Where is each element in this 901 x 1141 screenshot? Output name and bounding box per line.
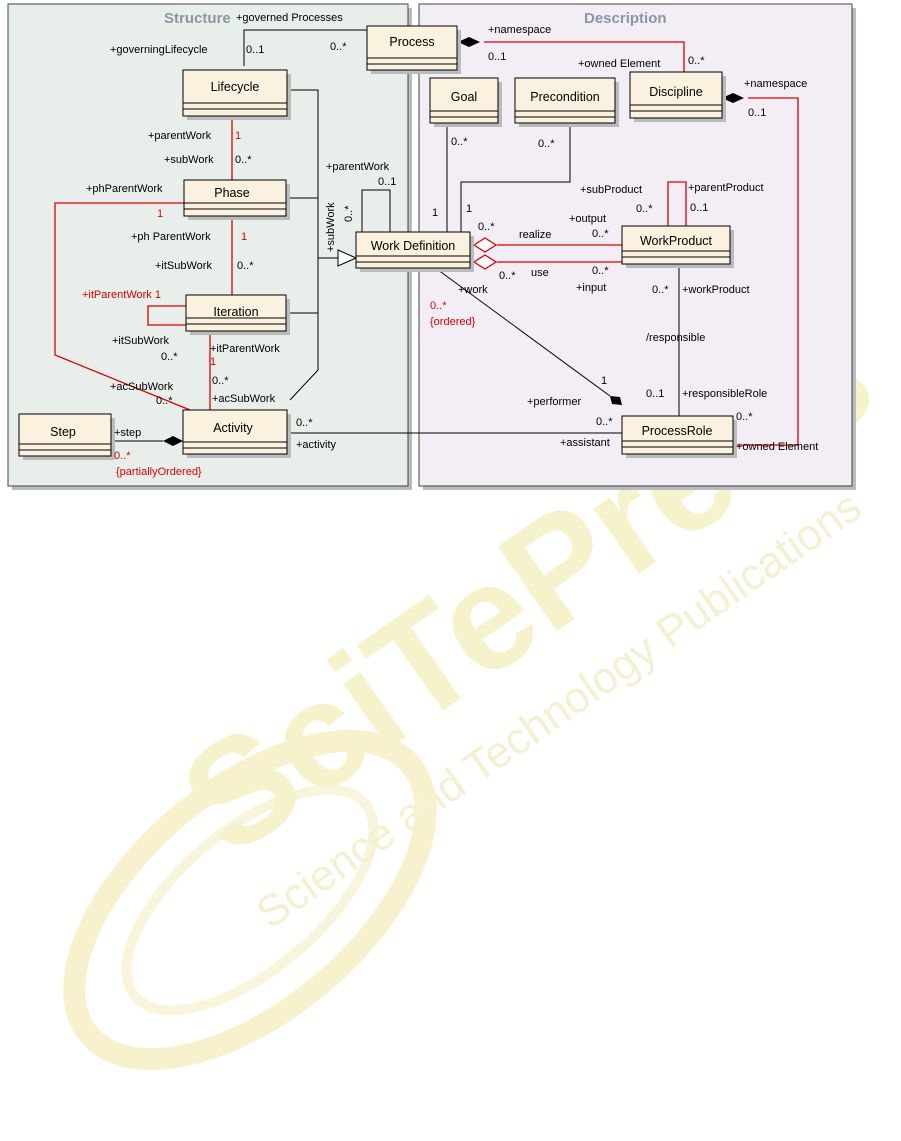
association-labels: +governed Processes +governingLifecycle …	[82, 12, 818, 478]
mult-responsible-role: 0..1	[646, 388, 664, 400]
mult-use-wd: 0..*	[499, 270, 516, 282]
class-phase-name: Phase	[214, 186, 249, 200]
role-parent-work: +parentWork	[148, 130, 212, 142]
role-owned-element-discipline: +owned Element	[578, 58, 660, 70]
label-realize: realize	[519, 229, 551, 241]
class-phase[interactable]: Phase	[183, 179, 290, 220]
mult-parent-product: 0..1	[690, 202, 708, 214]
role-assistant: +assistant	[560, 437, 610, 449]
class-activity[interactable]: Activity	[182, 409, 291, 458]
mult-activity: 0..*	[296, 417, 313, 429]
role-performer: +performer	[527, 396, 581, 408]
role-wd-sub-work: +subWork	[325, 202, 337, 252]
class-work-product-name: WorkProduct	[640, 234, 713, 248]
class-iteration[interactable]: Iteration	[185, 294, 290, 335]
role-sub-work: +subWork	[164, 154, 214, 166]
mult-sub-work: 0..*	[235, 154, 252, 166]
class-precondition[interactable]: Precondition	[514, 77, 619, 127]
mult-input: 0..*	[592, 265, 609, 277]
role-work: +work	[458, 284, 488, 296]
role-step: +step	[114, 427, 141, 439]
description-package-title: Description	[584, 10, 667, 27]
role-it-sub-work-left: +itSubWork	[112, 335, 169, 347]
role-namespace-discipline: +namespace	[744, 78, 807, 90]
black-connectors	[111, 29, 680, 446]
mult-it-sub-work-phase: 0..*	[237, 260, 254, 272]
mult-work-product: 0..*	[652, 284, 669, 296]
red-connectors	[54, 37, 799, 446]
class-work-definition[interactable]: Work Definition	[355, 231, 474, 272]
class-goal[interactable]: Goal	[429, 77, 502, 127]
mult-realize-wd: 0..*	[478, 221, 495, 233]
class-process[interactable]: Process	[366, 25, 461, 74]
mult-parent-work: 1	[235, 130, 241, 142]
class-process-role[interactable]: ProcessRole	[621, 415, 737, 458]
constraint-partially-ordered: {partiallyOrdered}	[116, 466, 202, 478]
mult-ph-parent-work: 1	[241, 231, 247, 243]
role-parent-product: +parentProduct	[688, 182, 764, 194]
role-it-sub-work-phase: +itSubWork	[155, 260, 212, 272]
class-process-name: Process	[389, 35, 434, 49]
class-work-definition-name: Work Definition	[371, 239, 456, 253]
mult-step: 0..*	[114, 450, 131, 462]
mult-sub-product: 0..*	[636, 203, 653, 215]
role-responsible-role: +responsibleRole	[682, 388, 767, 400]
class-lifecycle[interactable]: Lifecycle	[182, 69, 291, 120]
mult-precondition-one: 1	[466, 203, 472, 215]
role-activity: +activity	[296, 439, 337, 451]
class-process-role-name: ProcessRole	[642, 424, 713, 438]
label-use: use	[531, 267, 549, 279]
mult-goal-one: 1	[432, 207, 438, 219]
class-work-product[interactable]: WorkProduct	[621, 225, 734, 268]
role-it-parent-work-left: +itParentWork 1	[82, 289, 161, 301]
role-ac-sub-work: +acSubWork	[212, 393, 276, 405]
role-namespace-process: +namespace	[488, 24, 551, 36]
class-activity-name: Activity	[213, 421, 253, 435]
role-it-parent-work: +itParentWork	[210, 343, 280, 355]
constraint-ordered: {ordered}	[430, 316, 476, 328]
mult-goal: 0..*	[451, 136, 468, 148]
class-step-name: Step	[50, 425, 76, 439]
role-governing-lifecycle: +governingLifecycle	[110, 44, 208, 56]
mult-work: 0..*	[430, 300, 447, 312]
role-ph-parent-work: +ph ParentWork	[131, 231, 211, 243]
class-discipline[interactable]: Discipline	[629, 71, 726, 122]
mult-namespace-discipline: 0..1	[748, 107, 766, 119]
class-discipline-name: Discipline	[649, 85, 703, 99]
class-goal-name: Goal	[451, 90, 477, 104]
mult-ph-parent-work-left: 1	[157, 208, 163, 220]
class-lifecycle-name: Lifecycle	[211, 80, 260, 94]
mult-namespace-process: 0..1	[488, 51, 506, 63]
mult-performer-one: 1	[601, 375, 607, 387]
class-precondition-name: Precondition	[530, 90, 600, 104]
mult-ac-sub-work: 0..*	[212, 375, 229, 387]
role-sub-product: +subProduct	[580, 184, 642, 196]
role-output: +output	[569, 213, 606, 225]
mult-ac-sub-work-left: 0..*	[156, 395, 173, 407]
role-input: +input	[576, 282, 606, 294]
structure-package-title: Structure	[164, 10, 231, 27]
mult-governing-lifecycle: 0..1	[246, 44, 264, 56]
mult-pr-owned: 0..*	[736, 411, 753, 423]
mult-it-parent-work: 1	[210, 356, 216, 368]
role-governed-processes: +governed Processes	[236, 12, 343, 24]
mult-it-sub-work-left: 0..*	[161, 351, 178, 363]
mult-owned-element-discipline: 0..*	[688, 55, 705, 67]
role-ph-parent-work-left: +phParentWork	[86, 183, 163, 195]
mult-wd-parent-work: 0..1	[378, 176, 396, 188]
role-ac-sub-work-left: +acSubWork	[110, 381, 174, 393]
class-iteration-name: Iteration	[213, 305, 258, 319]
label-responsible: /responsible	[646, 332, 705, 344]
mult-wd-sub-work: 0..*	[343, 205, 355, 222]
role-owned-element-process-role: +owned Element	[736, 441, 818, 453]
mult-precondition: 0..*	[538, 138, 555, 150]
mult-output: 0..*	[592, 228, 609, 240]
role-work-product: +workProduct	[682, 284, 750, 296]
role-wd-parent-work: +parentWork	[326, 161, 390, 173]
mult-process-role: 0..*	[596, 416, 613, 428]
mult-governed-processes: 0..*	[330, 41, 347, 53]
class-step[interactable]: Step	[18, 413, 115, 460]
